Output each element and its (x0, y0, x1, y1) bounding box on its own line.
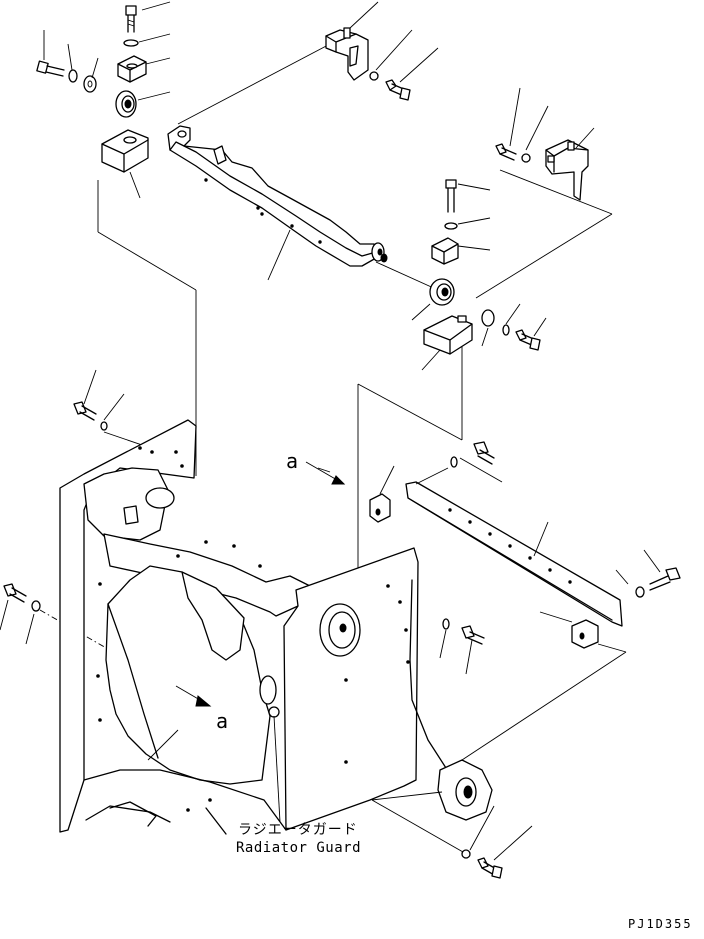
view-a-label-upper: a (286, 449, 298, 473)
mid-right-bolt-stack (411, 179, 547, 371)
right-strap (369, 441, 681, 761)
view-a-label-lower: a (216, 709, 228, 733)
bottom-bolt (461, 805, 533, 879)
top-left-bolt-stack (36, 1, 171, 199)
radiator-guard-label-en: Radiator Guard (236, 840, 361, 856)
radiator-guard-label-jp: ラジエータガード (238, 822, 358, 838)
upper-stay-beam (167, 43, 439, 291)
drawing-code: PJ1D355 (628, 917, 693, 931)
top-center-support (325, 1, 439, 101)
reference-lines (97, 180, 463, 596)
guard-holes (96, 446, 410, 812)
view-a-arrows (175, 461, 346, 707)
top-right-support (475, 87, 613, 299)
radiator-guard (59, 419, 493, 857)
